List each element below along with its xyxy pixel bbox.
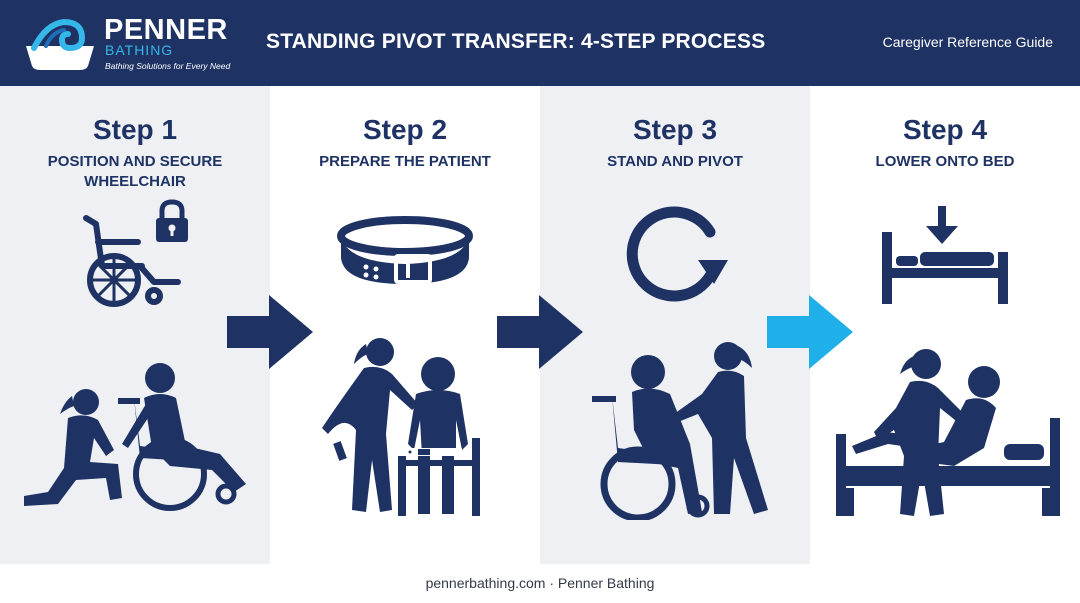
page-title: STANDING PIVOT TRANSFER: 4-STEP PROCESS bbox=[266, 30, 766, 53]
step-arrow-1-2 bbox=[227, 295, 313, 369]
step-label: LOWER ONTO BED bbox=[875, 153, 1015, 170]
header-bar: PENNER BATHING Bathing Solutions for Eve… bbox=[0, 0, 1080, 86]
brand-logo: PENNER BATHING Bathing Solutions for Eve… bbox=[24, 10, 234, 76]
brand-tagline: Bathing Solutions for Every Need bbox=[105, 61, 231, 71]
rotate-arrow-icon bbox=[626, 206, 728, 302]
step-arrow-2-3 bbox=[497, 295, 583, 369]
step-label: STAND AND PIVOT bbox=[607, 153, 743, 170]
step-label: POSITION AND SECURE WHEELCHAIR bbox=[47, 153, 223, 190]
step-panel-3: Step 3 STAND AND PIVOT bbox=[540, 86, 810, 564]
caregiver-securing-wheelchair-illustration bbox=[24, 363, 246, 511]
gait-belt-icon bbox=[337, 216, 473, 284]
step-arrow-3-4 bbox=[767, 295, 853, 369]
caregiver-applying-gait-belt-illustration bbox=[322, 338, 480, 516]
step-title: Step 3 bbox=[632, 114, 718, 145]
footer-credit: pennerbathing.com · Penner Bathing bbox=[425, 575, 655, 591]
step-title: Step 1 bbox=[92, 114, 178, 145]
brand-subname: BATHING bbox=[105, 42, 174, 58]
brand-name: PENNER bbox=[104, 14, 228, 46]
guide-label: Caregiver Reference Guide bbox=[882, 34, 1053, 50]
step-label: PREPARE THE PATIENT bbox=[319, 153, 491, 170]
step-title: Step 2 bbox=[362, 114, 448, 145]
step-title: Step 4 bbox=[902, 114, 988, 145]
bed-down-arrow-icon bbox=[882, 206, 1008, 304]
wheelchair-lock-icon bbox=[83, 199, 188, 307]
stand-and-pivot-illustration bbox=[592, 342, 768, 520]
step-panel-2: Step 2 PREPARE THE PATIENT bbox=[270, 86, 540, 564]
caregiver-lowering-patient-onto-bed-illustration bbox=[836, 349, 1060, 516]
step-panel-4: Step 4 LOWER ONTO BED bbox=[810, 86, 1080, 564]
step-panel-1: Step 1 POSITION AND SECURE WHEELCHAIR bbox=[0, 86, 270, 564]
wave-tub-logo-icon bbox=[26, 18, 94, 70]
